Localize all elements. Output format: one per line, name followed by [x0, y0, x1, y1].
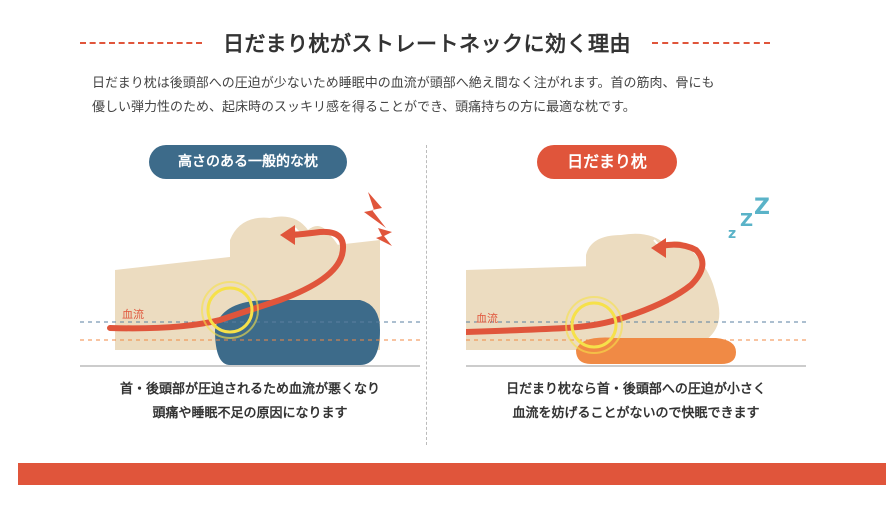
description: 日だまり枕は後頭部への圧迫が少ないため睡眠中の血流が頭部へ絶え間なく注がれます。…	[92, 72, 782, 120]
title-row: 日だまり枕がストレートネックに効く理由	[80, 28, 770, 58]
sleep-z-medium-icon: Z	[740, 210, 753, 231]
constriction-circle-outer	[201, 281, 259, 339]
sleep-z-large-icon: Z	[754, 195, 770, 220]
caption-line: 首・後頭部が圧迫されるため血流が悪くなり	[119, 382, 380, 397]
tall-pillow	[215, 300, 380, 365]
blood-flow-label: 血流	[476, 311, 498, 325]
panel-divider	[426, 145, 427, 445]
blood-flow-arrowhead	[280, 225, 295, 245]
hidamari-pillow-label: 日だまり枕	[537, 145, 677, 179]
neck-circle	[570, 301, 618, 349]
lightning-icon	[364, 192, 386, 228]
normal-pillow-label: 高さのある一般的な枕	[149, 145, 347, 179]
blood-flow-label: 血流	[122, 307, 144, 321]
bottom-accent-bar	[18, 463, 886, 485]
constriction-circle	[206, 286, 254, 334]
title-dash-left	[80, 42, 202, 44]
caption-line: 血流を妨げることがないので快眠できます	[512, 406, 760, 421]
blood-flow-arrow	[466, 241, 706, 335]
neck-circle-outer	[565, 296, 623, 354]
normal-pillow-caption: 首・後頭部が圧迫されるため血流が悪くなり 頭痛や睡眠不足の原因になります	[80, 378, 420, 426]
description-line: 優しい弾力性のため、起床時のスッキリ感を得ることができ、頭痛持ちの方に最適な枕で…	[92, 100, 636, 115]
hidamari-pillow-illustration: z Z Z 血流	[466, 195, 806, 367]
low-pillow	[576, 337, 736, 364]
page-title: 日だまり枕がストレートネックに効く理由	[222, 32, 632, 56]
caption-line: 頭痛や睡眠不足の原因になります	[152, 406, 348, 421]
blood-flow-arrow	[107, 228, 346, 332]
normal-pillow-illustration: 血流	[80, 192, 420, 367]
caption-line: 日だまり枕なら首・後頭部への圧迫が小さく	[506, 382, 766, 397]
sleep-z-small-icon: z	[728, 226, 736, 242]
lightning-icon-small	[376, 228, 392, 246]
blood-flow-arrowhead	[651, 238, 666, 258]
description-line: 日だまり枕は後頭部への圧迫が少ないため睡眠中の血流が頭部へ絶え間なく注がれます。…	[92, 76, 715, 91]
hidamari-pillow-caption: 日だまり枕なら首・後頭部への圧迫が小さく 血流を妨げることがないので快眠できます	[466, 378, 806, 426]
title-dash-right	[652, 42, 770, 44]
